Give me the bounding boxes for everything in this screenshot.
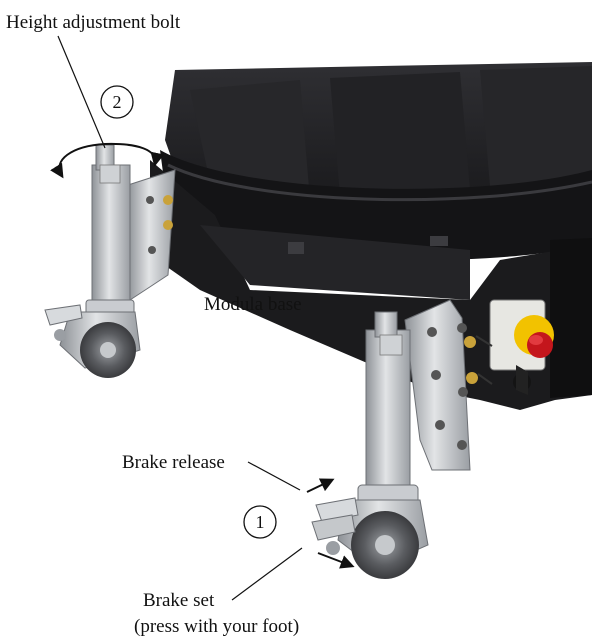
step-1-number: 1	[256, 512, 265, 532]
brake-set-label: Brake set	[143, 590, 215, 611]
brake-release-leader-line	[247, 461, 301, 491]
height-bolt-label: Height adjustment bolt	[6, 12, 181, 33]
brake-set-callout: Brake set (press with your foot)	[134, 547, 355, 637]
brake-set-note: (press with your foot)	[134, 616, 299, 637]
emergency-stop-box	[489, 299, 554, 395]
left-caster	[44, 144, 176, 378]
step-2-circle	[100, 85, 134, 119]
brake-release-arrow-icon	[306, 478, 335, 493]
right-caster	[311, 299, 493, 579]
step-2-number: 2	[113, 92, 122, 112]
brake-set-leader-line	[231, 547, 303, 601]
rotate-arrow-icon	[50, 142, 165, 179]
step-1-circle	[243, 505, 277, 539]
height-bolt-leader-line	[57, 35, 106, 149]
modula-base-label: Modula base	[204, 294, 302, 315]
machine-body	[150, 62, 592, 410]
brake-release-label: Brake release	[122, 452, 225, 473]
brake-release-callout: Brake release	[122, 452, 335, 493]
height-bolt-callout: Height adjustment bolt 2	[6, 12, 181, 179]
brake-set-arrow-icon	[317, 552, 355, 569]
